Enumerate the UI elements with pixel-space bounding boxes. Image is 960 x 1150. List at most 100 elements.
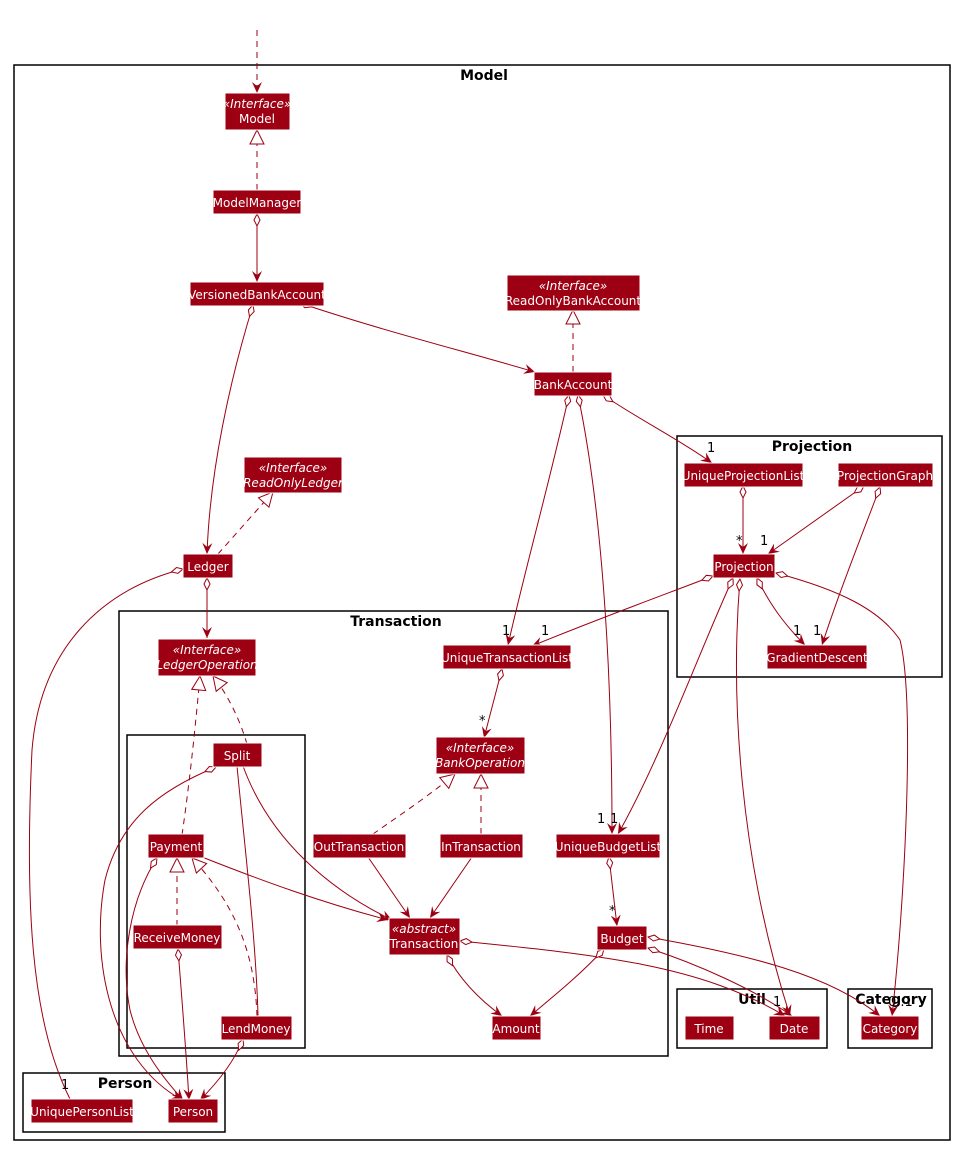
class-receive-money[interactable]: ReceiveMoney (132, 924, 223, 950)
association-receive-person (178, 949, 189, 1101)
class-name: Date (780, 1022, 809, 1036)
class-unique-budget-list[interactable]: UniqueBudgetList (555, 833, 662, 859)
class-budget[interactable]: Budget (596, 925, 648, 951)
association-out-transaction (367, 856, 411, 919)
stereotype-label: «abstract» (392, 922, 456, 936)
package-model: Model (13, 64, 951, 1141)
class-name: LedgerOperation (156, 658, 257, 672)
association-split-transaction (242, 765, 393, 921)
class-unique-transaction-list[interactable]: UniqueTransactionList (441, 644, 573, 670)
class-name: ProjectionGraph (837, 469, 933, 483)
package-person: Person (22, 1072, 226, 1133)
association-budget-amount (529, 949, 604, 1017)
association-bankaccount-projectionlist (603, 395, 713, 464)
realization-payment-ledgerop (181, 676, 200, 836)
multiplicity-label: * (609, 904, 616, 919)
class-name: LendMoney (222, 1022, 291, 1036)
class-date[interactable]: Date (768, 1015, 821, 1041)
association-payment-transaction (201, 856, 389, 923)
class-person[interactable]: Person (167, 1098, 219, 1124)
multiplicity-label: 1 (610, 812, 618, 827)
class-name: BankAccount (534, 378, 613, 392)
class-amount[interactable]: Amount (491, 1015, 542, 1041)
class-name: Amount (492, 1022, 539, 1036)
class-name: ReadOnlyLedger (243, 476, 344, 490)
class-name: Ledger (187, 560, 228, 574)
class-name: Category (863, 1022, 918, 1036)
multiplicity-label: 1 (707, 441, 715, 456)
association-transaction-amount (447, 955, 503, 1017)
class-name: Transaction (389, 937, 459, 951)
package-title-model: Model (460, 68, 508, 84)
class-split[interactable]: Split (212, 742, 263, 768)
association-budget-date (648, 948, 793, 1017)
association-txnlist-bankop (484, 669, 502, 739)
class-model[interactable]: «Interface» Model (223, 92, 292, 131)
class-category[interactable]: Category (860, 1015, 920, 1041)
stereotype-label: «Interface» (173, 643, 242, 657)
class-read-only-bank-account[interactable]: «Interface» ReadOnlyBankAccount (505, 274, 642, 312)
realization-ledger-readonly (217, 492, 273, 555)
class-name: UniqueProjectionList (682, 469, 805, 483)
class-time[interactable]: Time (684, 1015, 735, 1041)
class-in-transaction[interactable]: InTransaction (439, 833, 524, 859)
class-lend-money[interactable]: LendMoney (220, 1015, 293, 1041)
package-title-transaction: Transaction (350, 614, 442, 630)
class-name: ReceiveMoney (134, 931, 221, 945)
class-versioned-bank-account[interactable]: VersionedBankAccount (188, 281, 326, 307)
multiplicity-label: 1 (541, 624, 549, 639)
class-name: Person (173, 1105, 213, 1119)
class-name: UniqueTransactionList (441, 651, 573, 665)
association-split-person (99, 767, 216, 1101)
association-versioned-bankaccount (300, 303, 536, 372)
multiplicity-label: 1 (793, 624, 801, 639)
association-transaction-date (460, 941, 786, 1017)
realization-split-ledgerop (213, 676, 248, 745)
class-name: InTransaction (441, 840, 521, 854)
association-bankaccount-txnlist (508, 395, 569, 646)
class-ledger[interactable]: Ledger (182, 553, 234, 579)
association-projection-budgetlist (617, 578, 733, 835)
class-payment[interactable]: Payment (147, 833, 205, 859)
association-payment-person (125, 858, 184, 1101)
class-name: Model (239, 112, 275, 126)
class-gradient-descent[interactable]: GradientDescent (766, 644, 868, 670)
multiplicity-label: 1 (760, 534, 768, 549)
class-name: GradientDescent (766, 651, 868, 665)
association-budgetlist-budget (609, 857, 617, 927)
class-projection[interactable]: Projection (712, 553, 776, 579)
realization-out-bankop (372, 774, 455, 835)
association-versioned-ledger (207, 305, 253, 555)
class-read-only-ledger[interactable]: «Interface» ReadOnlyLedger (243, 456, 344, 494)
stereotype-label: «Interface» (446, 741, 515, 755)
association-budget-category (648, 937, 881, 1017)
class-out-transaction[interactable]: OutTransaction (312, 833, 407, 859)
multiplicity-label: 1 (773, 995, 781, 1010)
package-title-person: Person (98, 1076, 153, 1092)
class-bank-account[interactable]: BankAccount (533, 371, 613, 397)
multiplicity-label: 1 (813, 624, 821, 639)
class-transaction[interactable]: «abstract» Transaction (388, 917, 461, 956)
class-projection-graph[interactable]: ProjectionGraph (837, 462, 934, 488)
generalization-lend-payment (192, 858, 258, 1017)
class-ledger-operation[interactable]: «Interface» LedgerOperation (156, 638, 258, 677)
class-name: UniqueBudgetList (555, 840, 662, 854)
class-name: Split (224, 749, 251, 763)
class-unique-person-list[interactable]: UniquePersonList (30, 1098, 134, 1124)
multiplicity-label: 1 (61, 1078, 69, 1093)
class-name: ReadOnlyBankAccount (505, 294, 642, 308)
association-in-transaction (429, 856, 473, 919)
class-name: Budget (600, 932, 643, 946)
stereotype-label: «Interface» (539, 279, 608, 293)
class-name: Time (693, 1022, 723, 1036)
package-payment-group (126, 734, 306, 1049)
class-bank-operation[interactable]: «Interface» BankOperation (435, 736, 526, 775)
package-title-projection: Projection (772, 439, 852, 455)
class-model-manager[interactable]: ModelManager (212, 189, 302, 215)
multiplicity-label: * (736, 534, 743, 549)
association-graph-descent (822, 487, 880, 646)
class-unique-projection-list[interactable]: UniqueProjectionList (682, 462, 805, 488)
class-name: OutTransaction (314, 840, 404, 854)
class-name: BankOperation (435, 756, 525, 770)
